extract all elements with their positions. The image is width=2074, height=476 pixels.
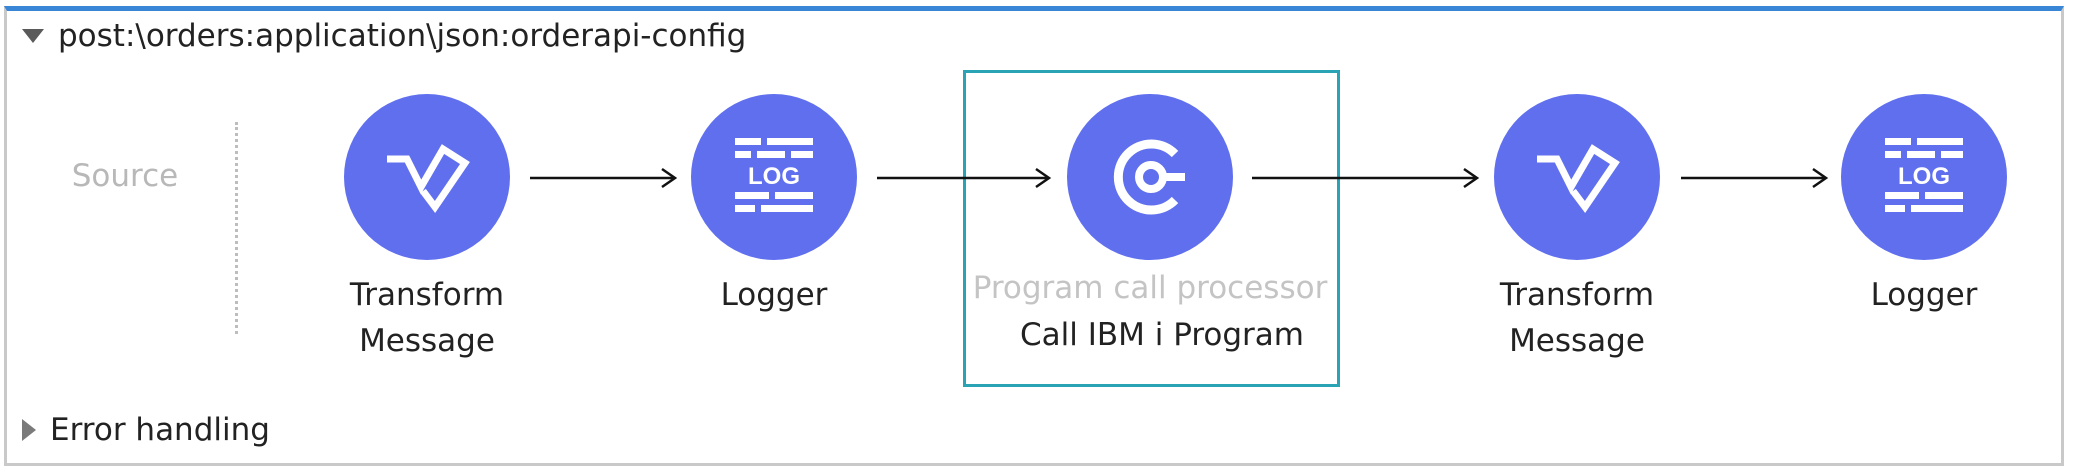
component-category: Program call processor	[972, 270, 1328, 306]
collapse-triangle-icon[interactable]	[22, 29, 44, 43]
transform-message-icon	[344, 94, 510, 260]
svg-text:LOG: LOG	[1898, 163, 1950, 190]
source-divider	[235, 122, 238, 334]
svg-text:LOG: LOG	[748, 163, 800, 190]
expand-triangle-icon[interactable]	[22, 419, 36, 441]
source-label[interactable]: Source	[71, 158, 179, 194]
flow-header[interactable]: post:\orders:application\json:orderapi-c…	[22, 16, 746, 56]
transform-message-icon	[1494, 94, 1660, 260]
flow-arrow	[1252, 167, 1480, 189]
component-label: Logger	[720, 277, 828, 313]
component-label: Call IBM i Program	[1020, 317, 1304, 353]
error-handling-label: Error handling	[50, 412, 270, 448]
flow-title: post:\orders:application\json:orderapi-c…	[58, 18, 747, 54]
flow-arrow	[530, 167, 678, 189]
logger-icon: LOG	[1841, 94, 2007, 260]
flow-arrow	[877, 167, 1052, 189]
selected-component-outline	[963, 70, 1340, 387]
program-call-icon	[1067, 94, 1233, 260]
error-handling-header[interactable]: Error handling	[22, 410, 270, 450]
flow-container	[4, 6, 2064, 466]
flow-arrow	[1681, 167, 1829, 189]
component-call-ibm-i-program[interactable]: Program call processor Call IBM i Progra…	[973, 94, 1327, 364]
component-label: Logger	[1870, 277, 1978, 313]
component-logger-2[interactable]: LOG Logger	[1784, 94, 2064, 364]
logger-icon: LOG	[691, 94, 857, 260]
component-logger-1[interactable]: LOG Logger	[634, 94, 914, 364]
